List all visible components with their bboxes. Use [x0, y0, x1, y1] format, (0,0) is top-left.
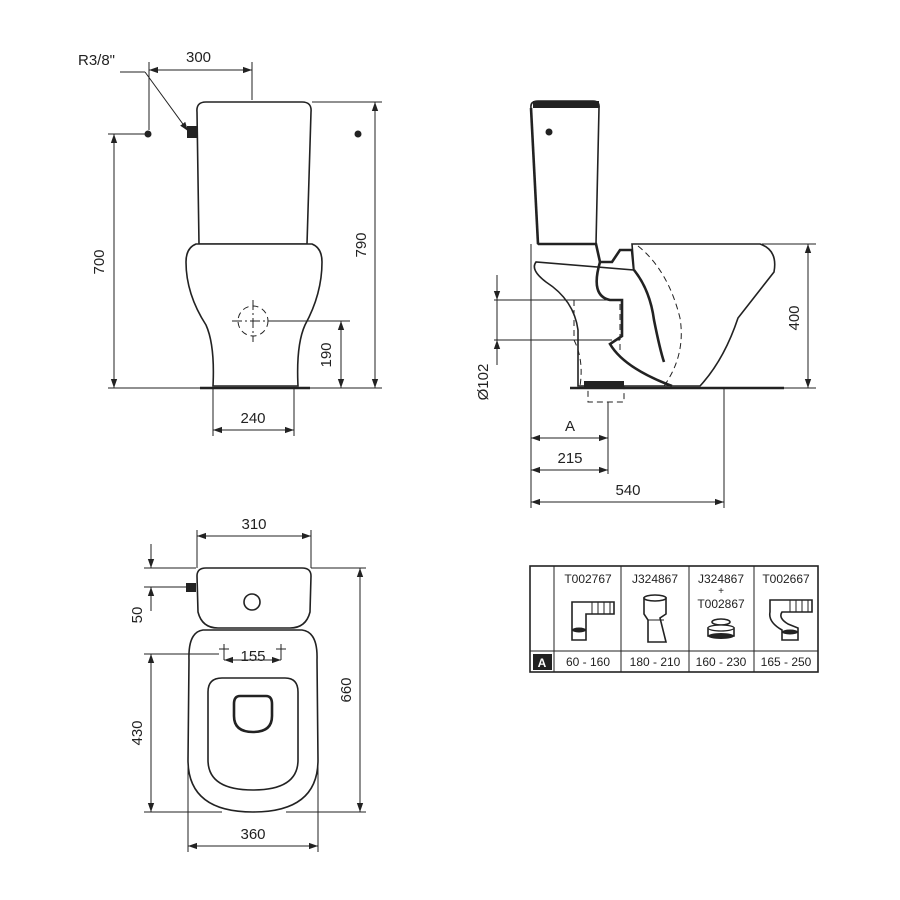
label-700: 700: [91, 249, 108, 274]
label-240: 240: [240, 410, 265, 427]
label-790: 790: [353, 232, 370, 257]
col3-code-b: T002867: [697, 597, 745, 611]
label-190: 190: [318, 342, 335, 367]
leader-r38: [144, 71, 189, 132]
extended-offset-connector-icon: [768, 599, 813, 641]
col1-range: 60 - 160: [566, 655, 610, 669]
label-d102: Ø102: [475, 364, 492, 401]
label-400: 400: [786, 305, 803, 330]
col4-range: 165 - 250: [761, 655, 812, 669]
label-300: 300: [186, 49, 211, 66]
water-area: [232, 694, 274, 734]
label-430: 430: [129, 720, 146, 745]
label-a: A: [565, 418, 575, 435]
col4-code: T002667: [762, 572, 810, 586]
connector-with-adaptor-ring-icon: [707, 618, 735, 639]
label-r38: R3/8": [78, 52, 115, 69]
label-540: 540: [615, 482, 640, 499]
table-row-label-bg: [533, 654, 552, 670]
side-base-foot: [584, 381, 624, 387]
angled-pan-connector-icon: [643, 594, 668, 643]
col1-code: T002767: [564, 572, 612, 586]
inlet-valve-icon: [187, 126, 197, 138]
label-660: 660: [338, 677, 355, 702]
top-view: 310 50 155 430 660 360: [129, 516, 366, 852]
col2-range: 180 - 210: [630, 655, 681, 669]
label-310: 310: [241, 516, 266, 533]
col3-code-a: J324867: [698, 572, 744, 586]
table-row-label: A: [538, 656, 547, 670]
side-cistern-lid: [533, 101, 599, 108]
front-view: R3/8" 300 700 790 190 240: [78, 49, 382, 436]
offset-pan-connector-icon: [571, 601, 615, 641]
bowl-interior-dashed: [637, 245, 682, 387]
col2-code: J324867: [632, 572, 678, 586]
top-bowl-opening: [207, 677, 299, 791]
flush-button-icon: [243, 593, 261, 611]
front-cistern: [196, 101, 312, 245]
side-cistern: [530, 100, 600, 245]
label-155: 155: [240, 648, 265, 665]
trapway-inner: [632, 269, 666, 363]
side-cistern-back: [529, 107, 540, 245]
wall-fixing-right: [354, 130, 362, 138]
col3-range: 160 - 230: [696, 655, 747, 669]
label-360: 360: [240, 826, 265, 843]
connector-table: A T002767 60 - 160 J324867 180 - 210 J32…: [529, 565, 819, 673]
side-inlet-point: [545, 128, 553, 136]
side-view: Ø102 400 A 215 540: [475, 100, 816, 508]
wall-fixing-left: [144, 130, 152, 138]
label-50: 50: [129, 607, 146, 624]
col3-plus: +: [718, 586, 724, 597]
top-inlet-valve-icon: [186, 583, 196, 592]
label-215: 215: [557, 450, 582, 467]
front-pan: [185, 243, 323, 387]
trapway: [595, 261, 673, 388]
